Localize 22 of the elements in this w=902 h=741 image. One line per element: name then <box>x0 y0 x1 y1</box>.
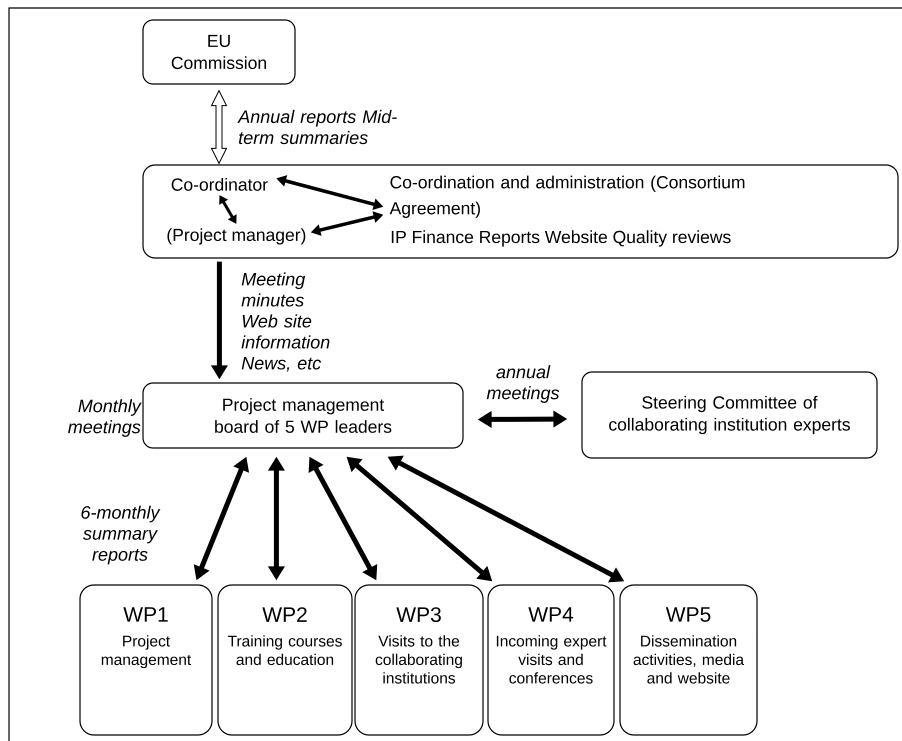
package-description: Project management <box>102 635 192 668</box>
package-description: Dissemination activities, media and website <box>634 635 744 684</box>
edge-label: annual meetings <box>472 364 574 404</box>
role-text: Co-ordinator <box>172 178 268 191</box>
edge-label: 6-monthly summary reports <box>64 504 176 566</box>
process-box: Steering Committee of collaborating institution experts <box>581 371 878 459</box>
package-title: WP2 <box>262 607 307 622</box>
package-description: Incoming expert visits and conferences <box>496 635 606 684</box>
role-text: (Project manager) <box>167 228 306 245</box>
package-title: WP4 <box>528 607 574 622</box>
process-box: Project management board of 5 WP leaders <box>142 382 464 449</box>
package-title: WP1 <box>123 607 168 622</box>
process-box: EU Commission <box>142 19 296 85</box>
package-description: Visits to the collaborating institutions <box>376 635 462 684</box>
package-description: Training courses and education <box>228 635 342 666</box>
edge-label: Meeting minutes Web site information News, etc <box>240 271 342 373</box>
task-text: Co-ordination and administration (Consortium Agreement) <box>390 176 744 218</box>
side-note: Monthly meetings <box>68 399 142 437</box>
edge-label: Annual reports Mid-term summaries <box>237 108 412 146</box>
task-list: IP Finance Reports Website Quality reviews <box>392 230 731 247</box>
package-title: WP5 <box>666 607 710 622</box>
package-title: WP3 <box>396 607 441 622</box>
